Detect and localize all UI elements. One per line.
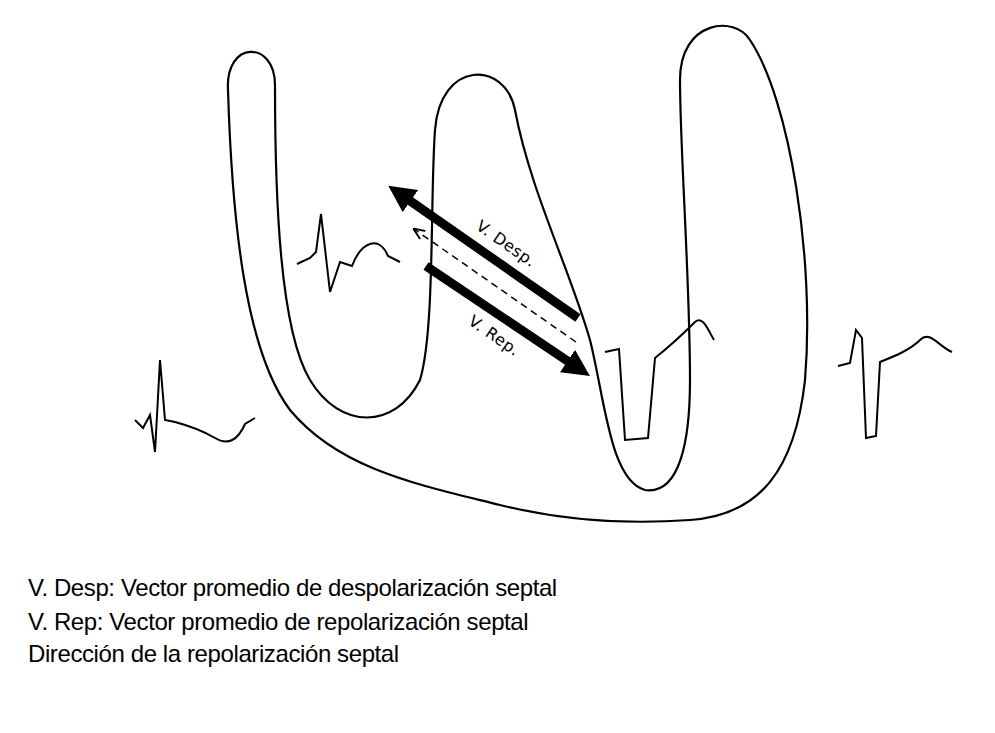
ecg-trace: [605, 320, 714, 440]
ecg-trace: [297, 214, 400, 292]
ecg-trace: [135, 360, 255, 452]
repolarization-vector: [426, 266, 572, 364]
ecg-trace: [838, 330, 952, 438]
legend-note: V. Rep: Vector promedio de repolarizació…: [28, 610, 528, 634]
legend-note: V. Desp: Vector promedio de despolarizac…: [28, 576, 557, 600]
vector-label: V. Rep.: [466, 313, 523, 359]
ventricle-outline: [228, 26, 807, 522]
vector-label: V. Desp.: [473, 218, 539, 270]
depolarization-vector: [406, 198, 578, 318]
legend-note: Dirección de la repolarización septal: [28, 642, 399, 666]
